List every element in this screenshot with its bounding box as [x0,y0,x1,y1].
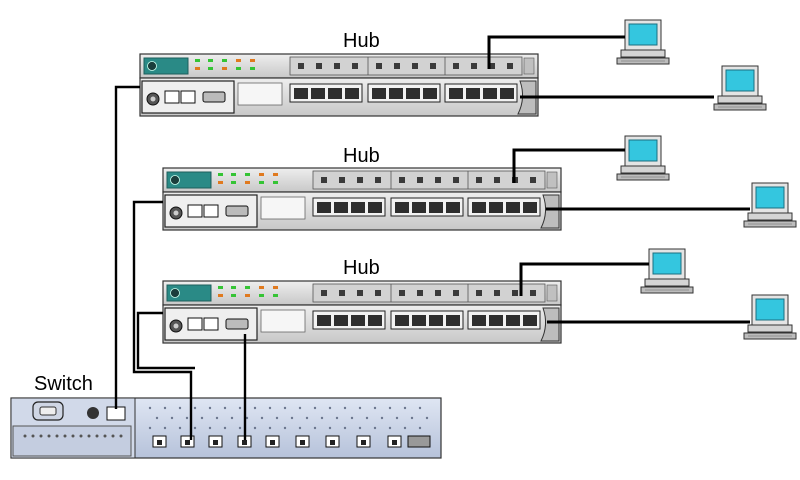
computer-icon [743,182,797,228]
cable [487,35,750,324]
hub-device-middle [162,167,562,231]
switch-device [10,397,442,459]
hub-device-bottom [162,280,562,344]
computer-icon [713,65,767,111]
hub-label-top: Hub [343,30,380,52]
computer-icon [616,135,670,181]
computer-icon [743,294,797,340]
computer-icon [616,19,670,65]
computer-icon [640,248,694,294]
cable [114,85,247,440]
hub-label-middle: Hub [343,145,380,167]
hub-device-top [139,53,539,117]
hub-label-bottom: Hub [343,257,380,279]
switch-label: Switch [34,373,93,395]
